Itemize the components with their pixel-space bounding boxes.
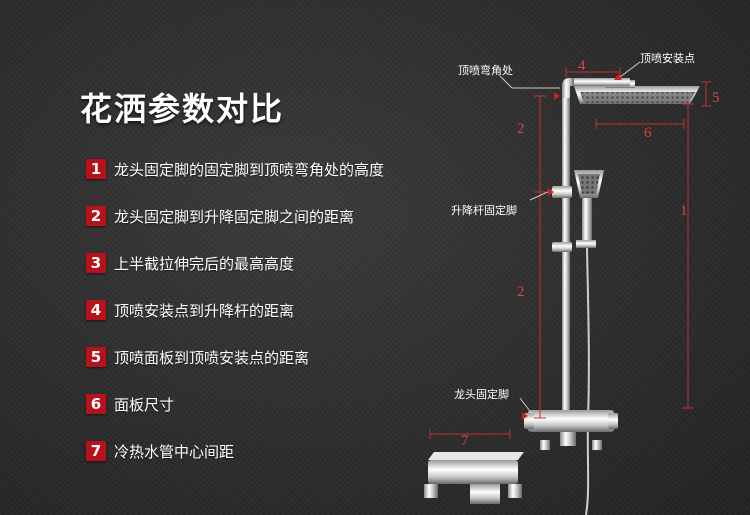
item-number-badge: 3 (86, 253, 106, 273)
valve-closeup (424, 452, 524, 504)
dimension-2-upper: 2 (517, 121, 525, 137)
item-number-badge: 6 (86, 394, 106, 414)
item-number-badge: 1 (86, 159, 106, 179)
label-lift-mount: 升降杆固定脚 (451, 203, 517, 217)
mixer-valve (524, 410, 618, 450)
dimension-2-lower: 2 (517, 284, 525, 300)
parameter-list: 1 龙头固定脚的固定脚到顶喷弯角处的高度 2 龙头固定脚到升降固定脚之间的距离 … (86, 157, 384, 486)
dimension-6: 6 (644, 125, 652, 141)
item-text: 顶喷面板到顶喷安装点的距离 (114, 348, 310, 367)
item-number-badge: 4 (86, 300, 106, 320)
item-number-badge: 5 (86, 347, 106, 367)
page-title: 花洒参数对比 (80, 90, 285, 128)
item-text: 龙头固定脚到升降固定脚之间的距离 (114, 207, 355, 226)
dimension-1: 1 (680, 203, 688, 219)
item-text: 顶喷安装点到升降杆的距离 (114, 301, 295, 320)
label-faucet-mount: 龙头固定脚 (454, 387, 509, 401)
list-item: 5 顶喷面板到顶喷安装点的距离 (86, 345, 384, 369)
shower-hose (585, 247, 590, 515)
list-item: 4 顶喷安装点到升降杆的距离 (86, 298, 384, 322)
top-arm (562, 78, 630, 100)
item-text: 龙头固定脚的固定脚到顶喷弯角处的高度 (114, 160, 385, 179)
list-item: 7 冷热水管中心间距 (86, 439, 384, 463)
dimension-4: 4 (578, 58, 586, 74)
list-item: 3 上半截拉伸完后的最高高度 (86, 251, 384, 275)
main-riser (562, 98, 570, 420)
item-text: 面板尺寸 (114, 395, 175, 414)
item-number-badge: 7 (86, 441, 106, 461)
dimension-7: 7 (461, 433, 469, 449)
arrow-markers (522, 74, 622, 420)
label-top-mount: 顶喷安装点 (640, 51, 695, 65)
lift-bracket (552, 186, 572, 252)
list-item: 6 面板尺寸 (86, 392, 384, 416)
item-number-badge: 2 (86, 206, 106, 226)
list-item: 2 龙头固定脚到升降固定脚之间的距离 (86, 204, 384, 228)
dimension-5: 5 (712, 90, 720, 106)
dimension-lines (429, 67, 711, 439)
item-text: 冷热水管中心间距 (114, 442, 235, 461)
top-shower-head (574, 80, 700, 104)
label-top-bend: 顶喷弯角处 (458, 63, 513, 77)
list-item: 1 龙头固定脚的固定脚到顶喷弯角处的高度 (86, 157, 384, 181)
item-text: 上半截拉伸完后的最高高度 (114, 254, 295, 273)
hand-shower (574, 170, 604, 248)
